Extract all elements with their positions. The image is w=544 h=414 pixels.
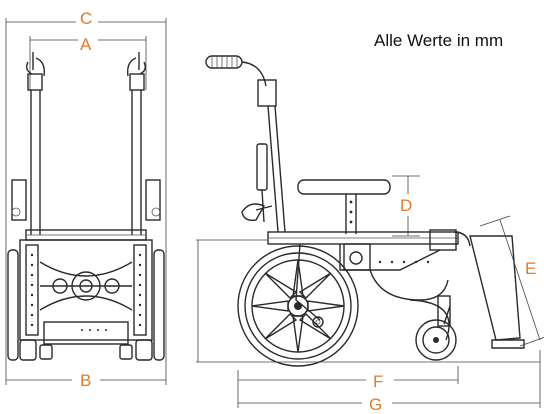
caster-wheel (415, 305, 457, 361)
dimension-label-d: D (400, 196, 412, 215)
units-caption: Alle Werte in mm (374, 31, 503, 50)
dimension-label-g: G (369, 395, 382, 414)
rear-wheel (237, 245, 359, 367)
dimension-label-b: B (80, 371, 91, 390)
dimension-label-c: C (80, 9, 92, 28)
dimension-label-a: A (80, 35, 92, 54)
dimension-label-e: E (525, 259, 536, 278)
front-view: C A (5, 8, 167, 390)
side-view: D (196, 55, 544, 414)
dimension-label-f: F (373, 372, 383, 391)
